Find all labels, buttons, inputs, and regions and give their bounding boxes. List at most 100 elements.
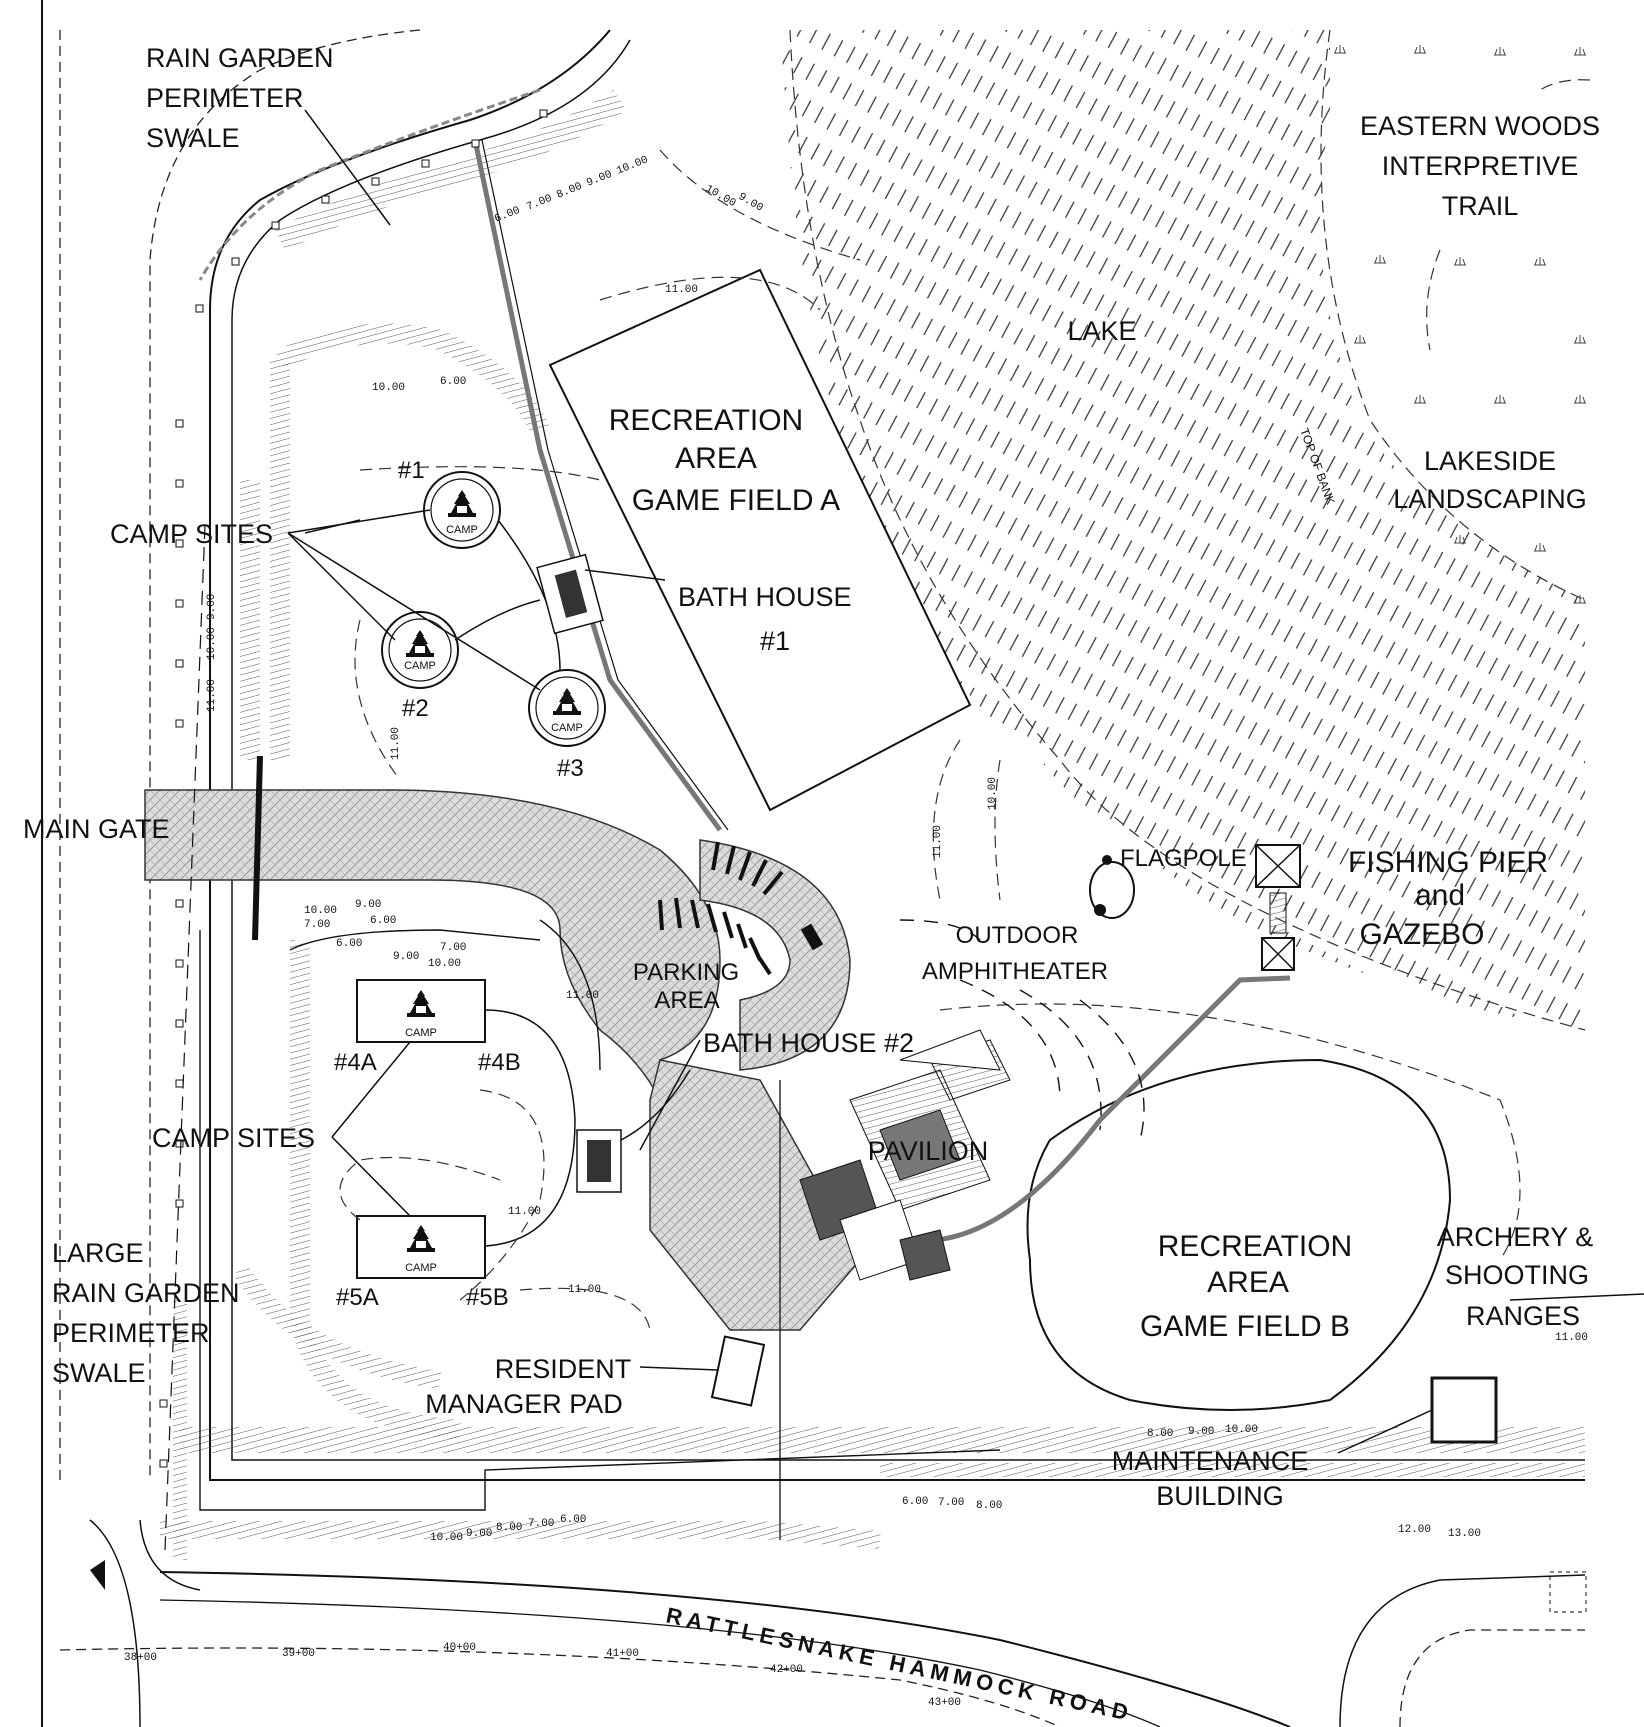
bath-house-1-label-2: #1 xyxy=(760,626,790,656)
lower-plaza-paving xyxy=(649,1059,861,1331)
svg-text:10.00: 10.00 xyxy=(430,1532,463,1544)
eastern-woods-label-3: TRAIL xyxy=(1442,191,1519,221)
svg-text:10.00: 10.00 xyxy=(703,183,738,210)
rec-area-b-label-2: AREA xyxy=(1207,1266,1289,1299)
svg-text:10.00: 10.00 xyxy=(615,154,650,177)
road-stations: 38+00 39+00 40+00 41+00 42+00 43+00 xyxy=(124,1642,961,1709)
svg-text:11.00: 11.00 xyxy=(932,825,944,858)
svg-text:11.00: 11.00 xyxy=(1555,1332,1588,1344)
camp-label: CAMP xyxy=(446,524,478,536)
rec-area-a-label-3: GAME FIELD A xyxy=(632,484,840,517)
flagpole-icon[interactable] xyxy=(1089,855,1135,919)
rain-garden-label-2: PERIMETER xyxy=(146,83,304,113)
svg-text:7.00: 7.00 xyxy=(938,1497,964,1509)
svg-text:6.00: 6.00 xyxy=(493,205,522,226)
rain-garden-label-3: SWALE xyxy=(146,123,240,153)
pavilion-building[interactable] xyxy=(799,1029,1011,1281)
svg-text:9.00: 9.00 xyxy=(736,191,765,215)
camp-site-4[interactable]: CAMP xyxy=(356,979,486,1043)
svg-text:9.00: 9.00 xyxy=(585,169,614,190)
svg-text:38+00: 38+00 xyxy=(124,1652,157,1664)
parking-stalls xyxy=(658,841,824,976)
lakeside-label-2: LANDSCAPING xyxy=(1393,484,1587,514)
flagpole-label: FLAGPOLE xyxy=(1120,845,1247,872)
camp-site-2-number: #2 xyxy=(402,695,429,722)
fishing-pier[interactable] xyxy=(1255,844,1301,971)
parking-area-label-2: AREA xyxy=(654,987,719,1014)
fence-posts xyxy=(159,109,548,1468)
camp-site-2[interactable]: CAMP xyxy=(381,611,459,689)
svg-text:8.00: 8.00 xyxy=(555,181,584,202)
camp-site-4a-number: #4A xyxy=(334,1049,377,1076)
svg-text:8.00: 8.00 xyxy=(1147,1428,1173,1440)
rec-area-b-label-1: RECREATION xyxy=(1158,1230,1352,1263)
rattlesnake-hammock-road xyxy=(159,1571,1291,1727)
fishing-pier-label-1: FISHING PIER xyxy=(1348,846,1548,879)
large-rain-garden-label-2: RAIN GARDEN xyxy=(52,1278,240,1308)
svg-text:11.00: 11.00 xyxy=(665,284,698,296)
svg-text:41+00: 41+00 xyxy=(606,1648,639,1660)
svg-text:8.00: 8.00 xyxy=(976,1500,1002,1512)
main-gate-label: MAIN GATE xyxy=(23,814,170,844)
svg-text:7.00: 7.00 xyxy=(440,942,466,954)
lake-water xyxy=(780,30,1585,1030)
lake-label: LAKE xyxy=(1067,316,1136,346)
svg-text:8.00: 8.00 xyxy=(496,1522,522,1534)
rain-garden-label-1: RAIN GARDEN xyxy=(146,43,334,73)
svg-text:9.00: 9.00 xyxy=(355,899,381,911)
parking-loop-paving xyxy=(699,839,851,1071)
svg-text:9.00: 9.00 xyxy=(466,1528,492,1540)
resident-manager-label-1: RESIDENT xyxy=(495,1354,632,1384)
camp-label: CAMP xyxy=(405,1027,437,1039)
svg-text:6.00: 6.00 xyxy=(560,1514,586,1526)
pavilion-label: PAVILION xyxy=(868,1136,989,1166)
bath-house-2-building[interactable] xyxy=(576,1129,622,1193)
camp-site-3[interactable]: CAMP xyxy=(528,669,606,747)
rec-area-b-label-3: GAME FIELD B xyxy=(1140,1310,1350,1343)
maintenance-building[interactable] xyxy=(1430,1376,1498,1444)
resident-manager-pad[interactable] xyxy=(710,1335,766,1407)
camp-site-1-number: #1 xyxy=(398,457,425,484)
svg-text:42+00: 42+00 xyxy=(770,1664,803,1676)
svg-text:40+00: 40+00 xyxy=(443,1642,476,1654)
svg-text:11.00: 11.00 xyxy=(390,727,402,760)
entrance-road-paving xyxy=(144,789,721,1101)
svg-text:11.00: 11.00 xyxy=(568,1284,601,1296)
camp-site-4b-number: #4B xyxy=(478,1049,521,1076)
svg-text:10.00: 10.00 xyxy=(206,627,218,660)
large-rain-garden-label-1: LARGE xyxy=(52,1238,144,1268)
camp-site-3-number: #3 xyxy=(557,755,584,782)
svg-text:39+00: 39+00 xyxy=(282,1648,315,1660)
camp-label: CAMP xyxy=(551,722,583,734)
svg-text:12.00: 12.00 xyxy=(1398,1524,1431,1536)
eastern-woods-label-1: EASTERN WOODS xyxy=(1360,111,1600,141)
svg-text:11.00: 11.00 xyxy=(206,679,218,712)
road-name-label: RATTLESNAKE HAMMOCK ROAD xyxy=(664,1602,1135,1726)
bath-house-1-label-1: BATH HOUSE xyxy=(678,582,852,612)
svg-text:7.00: 7.00 xyxy=(525,193,554,214)
svg-text:11.00: 11.00 xyxy=(508,1206,541,1218)
game-field-b xyxy=(1026,1058,1452,1411)
resident-manager-label-2: MANAGER PAD xyxy=(425,1389,623,1419)
svg-text:9.00: 9.00 xyxy=(206,594,218,620)
svg-text:9.00: 9.00 xyxy=(393,951,419,963)
svg-text:7.00: 7.00 xyxy=(528,1518,554,1530)
svg-text:10.00: 10.00 xyxy=(1225,1424,1258,1436)
svg-text:9.00: 9.00 xyxy=(1188,1426,1214,1438)
archery-label-2: SHOOTING xyxy=(1445,1260,1589,1290)
camp-label: CAMP xyxy=(405,1262,437,1274)
svg-text:6.00: 6.00 xyxy=(336,938,362,950)
gazebo-icon xyxy=(1261,937,1295,971)
camp-site-5b-number: #5B xyxy=(466,1284,509,1311)
archery-label-3: RANGES xyxy=(1466,1301,1580,1331)
parking-area-label-1: PARKING xyxy=(633,959,739,986)
svg-text:10.00: 10.00 xyxy=(987,777,999,810)
camp-site-5[interactable]: CAMP xyxy=(356,1215,486,1279)
svg-text:6.00: 6.00 xyxy=(440,376,466,388)
bath-house-1-building[interactable] xyxy=(536,553,604,635)
eastern-woods-label-2: INTERPRETIVE xyxy=(1382,151,1579,181)
camp-sites-lower-label: CAMP SITES xyxy=(152,1123,315,1153)
fishing-pier-label-3: GAZEBO xyxy=(1359,918,1484,951)
camp-site-1[interactable]: CAMP xyxy=(423,471,501,549)
